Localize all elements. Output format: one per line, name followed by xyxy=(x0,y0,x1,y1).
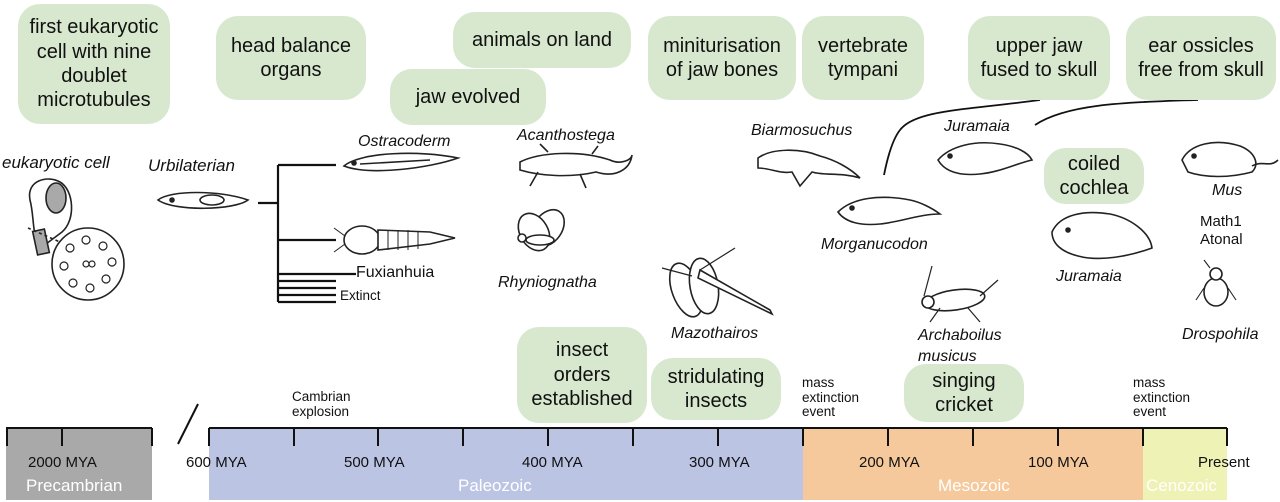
eukaryotic-cell-illustration xyxy=(27,178,125,301)
label-eukaryotic-cell: eukaryotic cell xyxy=(2,153,110,172)
label-rhyniognatha: Rhyniognatha xyxy=(498,274,597,291)
tick-100-mya: 100 MYA xyxy=(1028,454,1089,471)
drosophila-illustration xyxy=(1195,259,1237,307)
juramaia-top-illustration xyxy=(937,141,1034,176)
biarmosuchus-illustration xyxy=(757,149,861,188)
bubble-singing-cricket: singing cricket xyxy=(904,364,1024,422)
ostracoderm-illustration xyxy=(342,152,461,172)
label-fuxianhuia: Fuxianhuia xyxy=(356,264,435,281)
label-morganucodon: Morganucodon xyxy=(821,236,928,253)
label-extinct: Extinct xyxy=(340,288,381,303)
bubble-head-balance-organs: head balance organs xyxy=(216,16,366,100)
tick-present: Present xyxy=(1198,454,1250,471)
juramaia-bottom-illustration xyxy=(1051,211,1153,260)
precambrian-bar xyxy=(6,428,152,500)
tick-2000-mya: 2000 MYA xyxy=(28,454,97,471)
label-math1-atonal: Math1 Atonal xyxy=(1200,213,1243,248)
acanthostega-illustration xyxy=(519,143,633,189)
label-cambrian-explosion: Cambrian explosion xyxy=(292,389,351,419)
rhyniognatha-illustration xyxy=(517,208,566,252)
cenozoic-bar xyxy=(1143,428,1227,500)
bubble-miniturisation-jaw-bones: miniturisation of jaw bones xyxy=(648,16,796,100)
archaboilus-illustration xyxy=(921,265,999,323)
label-acanthostega: Acanthostega xyxy=(517,127,615,144)
bubble-coiled-cochlea: coiled cochlea xyxy=(1044,148,1144,204)
era-cenozoic: Cenozoic xyxy=(1146,476,1217,495)
bubble-ear-ossicles-free: ear ossicles free from skull xyxy=(1126,16,1276,100)
tick-500-mya: 500 MYA xyxy=(344,454,405,471)
label-mazothairos: Mazothairos xyxy=(671,325,759,342)
tick-400-mya: 400 MYA xyxy=(522,454,583,471)
timeline-axis xyxy=(6,403,1228,446)
fuxianhuia-illustration xyxy=(333,225,456,255)
ear-ossicles-connector xyxy=(1034,99,1199,126)
label-archaboilus-musicus: Archaboilus musicus xyxy=(918,327,1002,365)
phylogeny-tree xyxy=(258,163,356,304)
bubble-upper-jaw-fused: upper jaw fused to skull xyxy=(968,16,1110,100)
upper-jaw-connector xyxy=(883,99,1041,176)
label-ostracoderm: Ostracoderm xyxy=(358,133,451,150)
mus-illustration xyxy=(1181,141,1279,178)
label-biarmosuchus: Biarmosuchus xyxy=(751,122,853,139)
era-paleozoic: Paleozoic xyxy=(458,476,532,495)
bubble-stridulating-insects: stridulating insects xyxy=(651,358,781,420)
tick-600-mya: 600 MYA xyxy=(186,454,247,471)
bubble-jaw-evolved: jaw evolved xyxy=(390,69,546,125)
label-mus: Mus xyxy=(1212,182,1243,199)
tick-200-mya: 200 MYA xyxy=(859,454,920,471)
bubble-animals-on-land: animals on land xyxy=(453,12,631,68)
paleozoic-bar xyxy=(209,428,803,500)
mazothairos-illustration xyxy=(661,247,774,318)
era-mesozoic: Mesozoic xyxy=(938,476,1010,495)
label-mass-extinction-2: mass extinction event xyxy=(1133,375,1191,420)
bubble-insect-orders-established: insect orders established xyxy=(517,327,647,423)
label-juramaia-top: Juramaia xyxy=(944,118,1010,135)
era-precambrian: Precambrian xyxy=(26,476,123,495)
label-urbilaterian: Urbilaterian xyxy=(148,156,235,175)
bubble-first-eukaryotic-cell: first eukaryotic cell with nine doublet … xyxy=(18,4,170,124)
bubble-vertebrate-tympani: vertebrate tympani xyxy=(802,16,924,100)
tick-300-mya: 300 MYA xyxy=(689,454,750,471)
label-mass-extinction-1: mass extinction event xyxy=(802,375,860,420)
label-juramaia-bottom: Juramaia xyxy=(1056,268,1122,285)
label-drosophila: Drospohila xyxy=(1182,326,1259,343)
morganucodon-illustration xyxy=(836,196,943,226)
urbilaterian-illustration xyxy=(156,191,250,210)
